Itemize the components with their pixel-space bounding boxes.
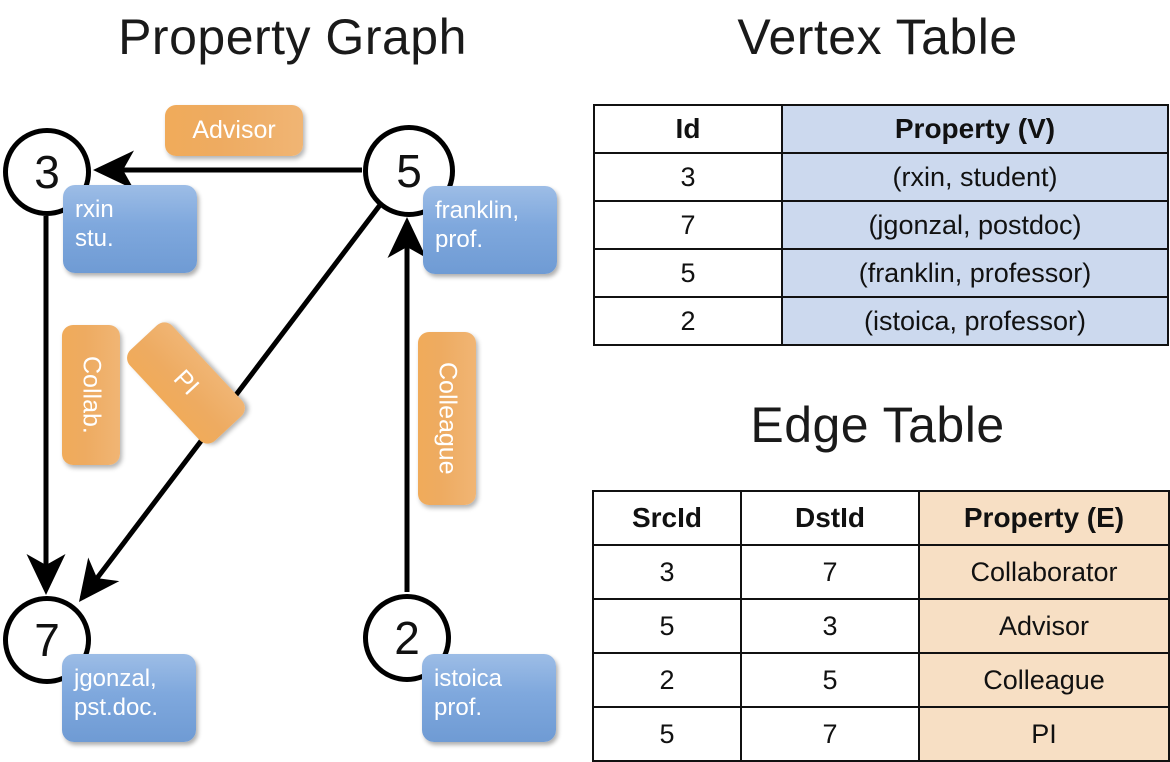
page-title-edge-table: Edge Table	[750, 397, 1005, 453]
table-row[interactable]: 5 (franklin, professor)	[593, 248, 1169, 298]
node-property-box-2: istoica prof.	[422, 654, 556, 742]
table-row[interactable]: 2 (istoica, professor)	[593, 296, 1169, 346]
column-header-property-v: Property (V)	[781, 104, 1169, 154]
cell-property: PI	[918, 706, 1170, 762]
property-graph-panel: Property Graph 3 5 7	[0, 0, 585, 760]
cell-property: (rxin, student)	[781, 152, 1169, 202]
cell-property: (jgonzal, postdoc)	[781, 200, 1169, 250]
node-id-label: 2	[394, 612, 420, 664]
column-header-dstid: DstId	[740, 490, 920, 546]
edge-label-text: Collab.	[77, 356, 106, 434]
property-line: rxin	[75, 196, 114, 223]
cell-property: (franklin, professor)	[781, 248, 1169, 298]
edge-label-text: Advisor	[192, 116, 276, 144]
cell-dstid: 5	[740, 652, 920, 708]
edge-label-advisor: Advisor	[165, 105, 303, 156]
table-row[interactable]: 7 (jgonzal, postdoc)	[593, 200, 1169, 250]
edge-label-collaborator: Collab.	[62, 325, 120, 465]
table-row[interactable]: 5 7 PI	[592, 706, 1170, 762]
node-property-box-5: franklin, prof.	[423, 186, 557, 274]
cell-id: 2	[593, 296, 783, 346]
cell-id: 3	[593, 152, 783, 202]
cell-property: Colleague	[918, 652, 1170, 708]
node-property-box-3: rxin stu.	[63, 185, 197, 273]
cell-srcid: 3	[592, 544, 742, 600]
node-circle-2[interactable]: 2	[363, 594, 451, 682]
cell-id: 5	[593, 248, 783, 298]
property-line: franklin,	[435, 197, 520, 224]
edge-label-text: Colleague	[433, 362, 462, 475]
cell-srcid: 5	[592, 598, 742, 654]
column-header-property-e: Property (E)	[918, 490, 1170, 546]
node-id-label: 5	[396, 145, 422, 197]
property-line: istoica	[434, 665, 503, 692]
edge-label-text: PI	[168, 364, 205, 401]
cell-property: (istoica, professor)	[781, 296, 1169, 346]
node-property-box-7: jgonzal, pst.doc.	[62, 654, 196, 742]
table-row[interactable]: 3 7 Collaborator	[592, 544, 1170, 600]
edge-label-colleague: Colleague	[418, 332, 476, 505]
property-line: prof.	[435, 226, 484, 254]
vertex-table: Id Property (V) 3 (rxin, student) 7 (jgo…	[593, 104, 1169, 346]
cell-id: 7	[593, 200, 783, 250]
property-line: pst.doc.	[74, 694, 159, 722]
cell-srcid: 2	[592, 652, 742, 708]
node-id-label: 3	[34, 146, 60, 198]
cell-dstid: 7	[740, 544, 920, 600]
column-header-srcid: SrcId	[592, 490, 742, 546]
node-id-label: 7	[34, 614, 60, 666]
cell-dstid: 7	[740, 706, 920, 762]
table-header-row: SrcId DstId Property (E)	[592, 490, 1170, 546]
table-header-row: Id Property (V)	[593, 104, 1169, 154]
table-row[interactable]: 3 (rxin, student)	[593, 152, 1169, 202]
cell-property: Collaborator	[918, 544, 1170, 600]
column-header-id: Id	[593, 104, 783, 154]
table-row[interactable]: 5 3 Advisor	[592, 598, 1170, 654]
cell-srcid: 5	[592, 706, 742, 762]
table-row[interactable]: 2 5 Colleague	[592, 652, 1170, 708]
edge-table: SrcId DstId Property (E) 3 7 Collaborato…	[592, 490, 1170, 762]
property-line: prof.	[434, 694, 483, 722]
page-title-vertex-table: Vertex Table	[737, 9, 1018, 65]
cell-dstid: 3	[740, 598, 920, 654]
cell-property: Advisor	[918, 598, 1170, 654]
property-line: jgonzal,	[74, 665, 157, 692]
property-line: stu.	[75, 225, 114, 253]
node-circle-5[interactable]: 5	[363, 125, 455, 217]
page-title-property-graph: Property Graph	[118, 9, 467, 65]
